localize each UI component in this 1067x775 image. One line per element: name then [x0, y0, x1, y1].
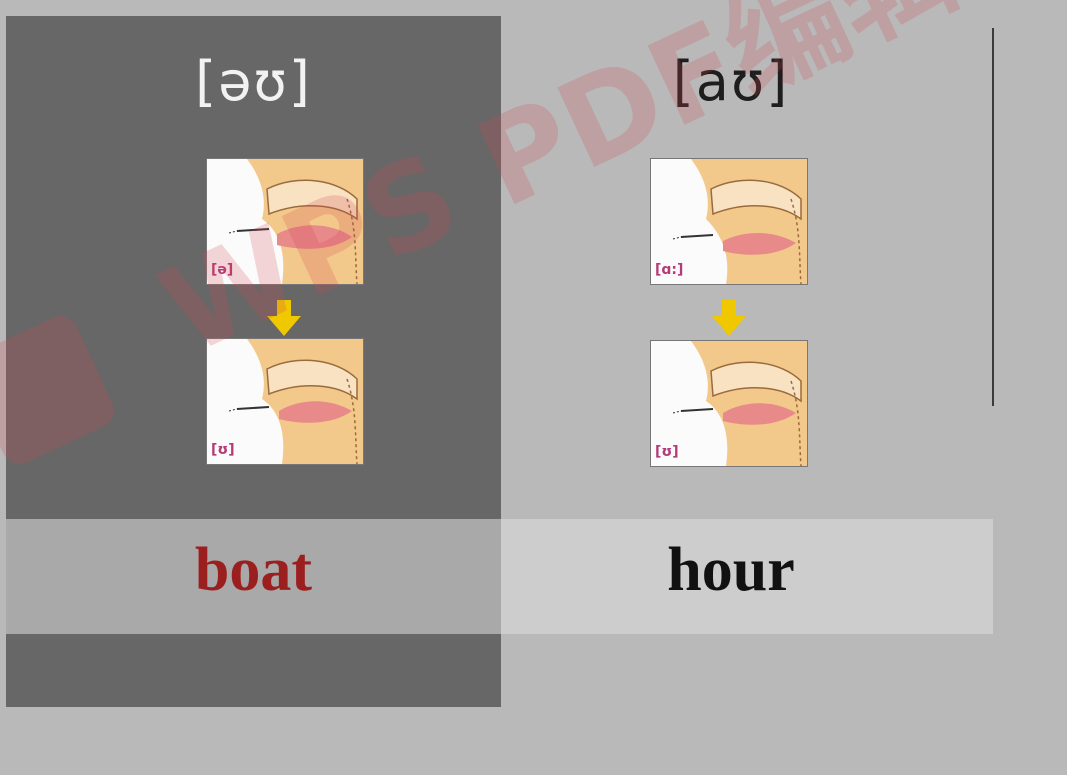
- left-bottom-diagram-label: [ʊ]: [211, 442, 235, 458]
- right-top-mouth-diagram: [ɑ:]: [650, 158, 808, 285]
- left-phoneme: [əʊ]: [195, 50, 312, 113]
- divider-line: [992, 28, 994, 406]
- right-top-diagram-label: [ɑ:]: [655, 262, 684, 278]
- arrow-down-icon: [267, 300, 301, 336]
- left-bottom-mouth-diagram: [ʊ]: [206, 338, 364, 465]
- left-top-mouth-diagram: [ə]: [206, 158, 364, 285]
- mouth-diagram-icon: [651, 159, 807, 284]
- left-word-band: [6, 519, 501, 634]
- mouth-diagram-icon: [207, 159, 363, 284]
- arrow-down-icon: [712, 300, 746, 336]
- right-phoneme: [aʊ]: [672, 50, 790, 113]
- left-example-word: boat: [194, 536, 313, 604]
- right-bottom-mouth-diagram: [ʊ]: [650, 340, 808, 467]
- right-word-band: [501, 519, 993, 634]
- left-top-diagram-label: [ə]: [211, 262, 234, 278]
- mouth-diagram-icon: [207, 339, 363, 464]
- right-bottom-diagram-label: [ʊ]: [655, 444, 679, 460]
- right-example-word: hour: [667, 536, 795, 604]
- mouth-diagram-icon: [651, 341, 807, 466]
